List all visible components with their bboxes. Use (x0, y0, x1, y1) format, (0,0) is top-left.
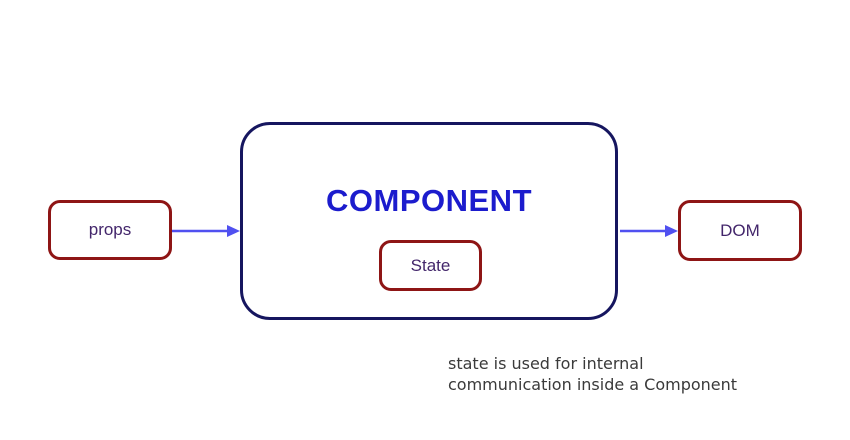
dom-node-label: DOM (720, 220, 760, 240)
props-node: props (48, 200, 172, 260)
state-node: State (379, 240, 482, 291)
state-node-label: State (410, 255, 451, 275)
props-node-label: props (88, 220, 132, 239)
diagram-caption: state is used for internal communication… (448, 353, 737, 395)
dom-node: DOM (678, 200, 802, 261)
arrow-component-to-dom (620, 221, 678, 241)
right-arrow-icon (620, 225, 678, 237)
component-node (240, 122, 618, 320)
caption-line-2: communication inside a Component (448, 375, 738, 394)
component-node-label: COMPONENT (326, 183, 532, 218)
caption-line-1: state is used for internal (448, 354, 644, 373)
arrow-props-to-component (172, 221, 240, 241)
right-arrow-icon (172, 225, 240, 237)
